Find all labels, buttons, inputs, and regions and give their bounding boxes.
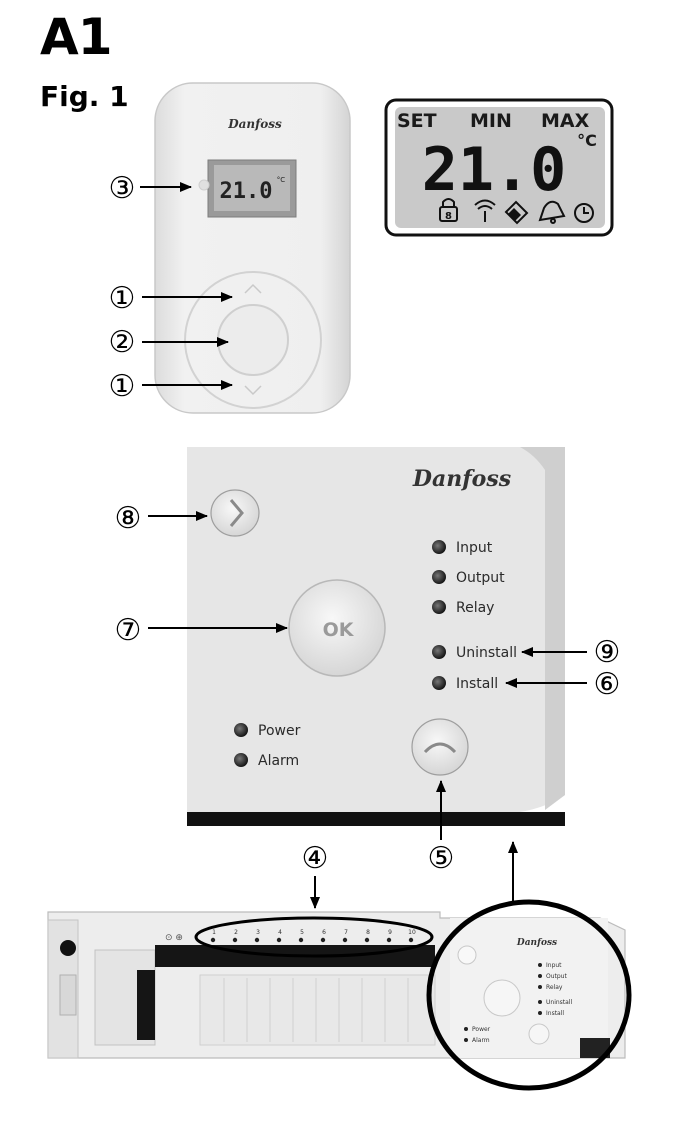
thermostat-up-icon[interactable] <box>244 283 262 294</box>
navigation-ring[interactable] <box>184 271 322 409</box>
thermostat-down-icon[interactable] <box>244 385 262 396</box>
led-output-label: Output <box>456 570 505 586</box>
lcd-mode-min: MIN <box>470 110 512 132</box>
lcd-value: 21.0 <box>422 135 567 205</box>
channel-number-6: 6 <box>322 929 326 936</box>
base-unit-mains-terminal <box>137 970 155 1040</box>
callout-1-down: ① <box>109 369 136 404</box>
room-thermostat: Danfoss 21.0 °C <box>154 82 351 414</box>
channel-number-5: 5 <box>300 929 304 936</box>
channel-number-3: 3 <box>256 929 260 936</box>
mini-next-button <box>457 945 477 965</box>
controller-highlight-circle <box>426 899 632 1091</box>
mini-led-uninstall-label: Uninstall <box>546 999 572 1006</box>
base-unit: ⊙ ⊕ 1 2 3 4 5 6 7 8 9 10 Danfoss Input <box>47 899 632 1091</box>
battery-icon <box>504 200 529 225</box>
callout-2: ② <box>109 325 136 360</box>
led-input: Input <box>432 540 493 556</box>
thermostat-display <box>214 165 290 211</box>
callout-7: ⑦ <box>115 613 142 648</box>
ok-label: OK <box>323 619 355 641</box>
mini-led-relay-label: Relay <box>546 984 563 991</box>
controller-edge <box>520 447 565 810</box>
callout-8: ⑧ <box>115 501 142 536</box>
chevron-up-icon <box>423 742 457 754</box>
channel-number-2: 2 <box>234 929 238 936</box>
base-unit-symbols: ⊙ ⊕ <box>165 933 183 943</box>
led-uninstall-label: Uninstall <box>456 645 517 661</box>
next-button[interactable] <box>210 489 260 537</box>
callout-6: ⑥ <box>594 667 621 702</box>
channel-number-10: 10 <box>408 929 416 936</box>
led-power: Power <box>234 723 301 739</box>
channel-number-9: 9 <box>388 929 392 936</box>
led-alarm: Alarm <box>234 753 299 769</box>
led-install-label: Install <box>456 676 498 692</box>
lock-icon: 8 <box>439 198 458 222</box>
mini-leds: Input Output Relay Uninstall Install Pow… <box>464 962 572 1044</box>
channel-number-8: 8 <box>366 929 370 936</box>
callout-4: ④ <box>302 841 329 876</box>
led-uninstall: Uninstall <box>432 645 517 661</box>
mini-led-output-label: Output <box>546 973 567 980</box>
callout-3: ③ <box>109 171 136 206</box>
led-alarm-label: Alarm <box>258 753 299 769</box>
channel-highlight-ellipse <box>194 916 434 958</box>
led-power-label: Power <box>258 723 301 739</box>
led-input-label: Input <box>456 540 493 556</box>
base-unit-cable-outlet <box>580 1038 610 1058</box>
thermostat-body <box>154 82 351 414</box>
base-unit-channel-area <box>199 974 436 1046</box>
figure-title: Fig. 1 <box>40 80 129 113</box>
thermostat-display-value: 21.0 <box>220 179 273 204</box>
channel-leds <box>210 937 414 943</box>
mini-led-power-label: Power <box>472 1026 491 1033</box>
lcd-mode-set: SET <box>397 110 437 132</box>
lcd-detail: SET MIN MAX 21.0 °C 8 <box>384 98 614 237</box>
mini-up-button <box>528 1023 550 1045</box>
lcd-screen <box>395 107 605 228</box>
channel-number-1: 1 <box>212 929 216 936</box>
led-output: Output <box>432 570 505 586</box>
led-relay-label: Relay <box>456 600 494 616</box>
base-unit-clip <box>59 974 77 1016</box>
channel-number-4: 4 <box>278 929 282 936</box>
alarm-bell-icon <box>538 200 566 224</box>
callout-5: ⑤ <box>428 841 455 876</box>
callout-1-up: ① <box>109 281 136 316</box>
wireless-signal-icon <box>474 199 496 222</box>
thermostat-display-unit: °C <box>277 176 286 184</box>
mini-ok-button <box>483 979 521 1017</box>
thermostat-logo: Danfoss <box>227 117 282 131</box>
ok-button[interactable]: OK <box>288 579 386 677</box>
callout-9: ⑨ <box>594 635 621 670</box>
controller-panel: Danfoss OK Input Output Relay Uninstal <box>187 447 565 826</box>
lock-digit: 8 <box>445 211 452 222</box>
lcd-mode-max: MAX <box>541 110 590 132</box>
controller-bottom-shadow <box>187 812 565 826</box>
lcd-unit: °C <box>577 131 597 150</box>
section-title: A1 <box>40 8 112 66</box>
led-relay: Relay <box>432 600 494 616</box>
up-button[interactable] <box>411 718 469 776</box>
led-install: Install <box>432 676 498 692</box>
controller-logo: Danfoss <box>412 466 511 492</box>
clock-icon <box>574 203 594 223</box>
thermostat-center-button[interactable] <box>217 304 289 376</box>
channel-numbers: 1 2 3 4 5 6 7 8 9 10 <box>212 929 416 936</box>
channel-number-7: 7 <box>344 929 348 936</box>
mini-led-alarm-label: Alarm <box>472 1037 490 1044</box>
mini-controller-logo: Danfoss <box>516 938 557 948</box>
mini-led-install-label: Install <box>546 1010 564 1017</box>
mini-led-input-label: Input <box>546 962 562 969</box>
chevron-right-icon <box>229 499 244 527</box>
base-unit-screw-hole <box>60 940 76 956</box>
thermostat-led <box>198 179 210 191</box>
base-unit-channel-slots <box>223 978 409 1042</box>
